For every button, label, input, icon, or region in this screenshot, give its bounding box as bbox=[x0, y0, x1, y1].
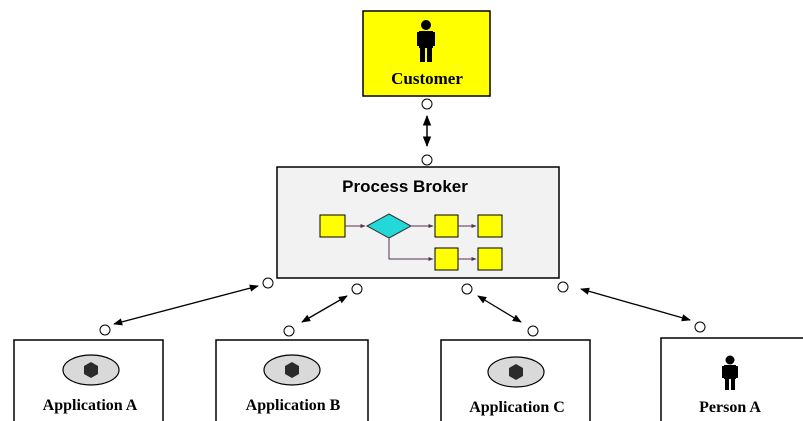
flow-task-lower-2 bbox=[477, 247, 503, 271]
customer-node: Customer bbox=[362, 10, 491, 97]
person-a-label: Person A bbox=[699, 399, 761, 416]
customer-broker-link bbox=[421, 98, 433, 166]
app-b-port bbox=[283, 325, 295, 337]
broker-port-b bbox=[351, 283, 363, 295]
application-b-label: Application B bbox=[246, 397, 341, 414]
broker-port-a bbox=[262, 277, 274, 289]
broker-port-person bbox=[557, 281, 569, 293]
broker-person-arrow bbox=[580, 287, 691, 322]
app-a-port bbox=[99, 324, 111, 336]
broker-port-c bbox=[461, 283, 473, 295]
customer-port bbox=[421, 98, 433, 110]
process-broker-label: Process Broker bbox=[342, 177, 468, 196]
component-icon bbox=[487, 356, 545, 388]
broker-app-c-arrow bbox=[477, 295, 522, 323]
flow-task-upper-1 bbox=[434, 214, 459, 238]
process-flow bbox=[319, 213, 503, 271]
application-a-label: Application A bbox=[43, 397, 138, 414]
flow-task-lower-1 bbox=[434, 247, 459, 271]
application-a-box bbox=[13, 339, 164, 421]
person-icon bbox=[417, 20, 435, 62]
flow-arrow bbox=[388, 238, 434, 261]
component-icon bbox=[263, 354, 321, 386]
application-c-label: Application C bbox=[469, 399, 565, 416]
person-icon bbox=[722, 355, 738, 390]
person-a-node: Person A bbox=[660, 337, 803, 421]
flow-task-start bbox=[319, 214, 346, 238]
process-broker-node: Process Broker bbox=[276, 166, 560, 279]
broker-top-port bbox=[421, 154, 433, 166]
application-a-node: Application A bbox=[13, 339, 164, 421]
component-icon bbox=[62, 354, 120, 386]
application-c-node: Application C bbox=[440, 339, 591, 421]
app-c-port bbox=[527, 325, 539, 337]
customer-label: Customer bbox=[391, 69, 463, 88]
flow-task-upper-2 bbox=[477, 214, 503, 238]
broker-app-a-arrow bbox=[113, 284, 259, 326]
application-b-node: Application B bbox=[215, 339, 369, 421]
broker-app-b-arrow bbox=[301, 295, 348, 323]
person-port bbox=[694, 321, 706, 333]
